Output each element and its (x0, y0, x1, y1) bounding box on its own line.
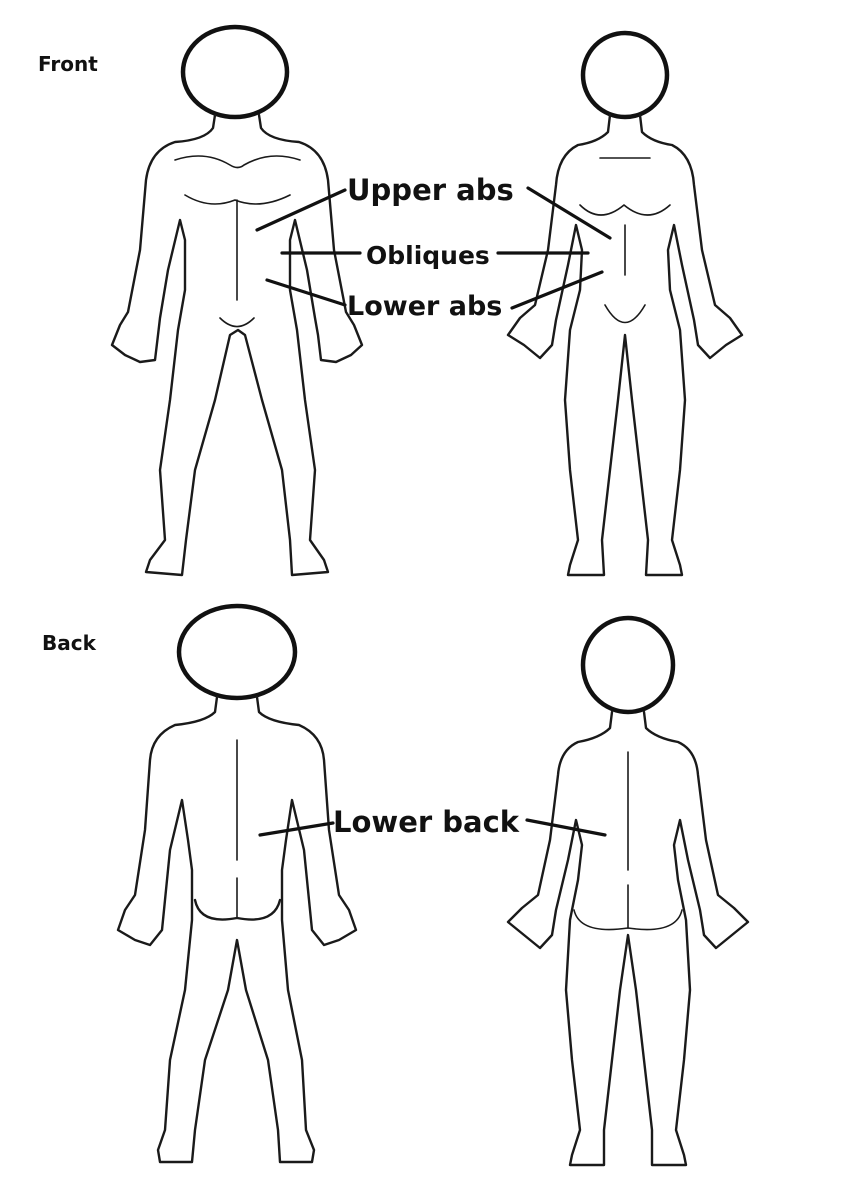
back-female-figure (506, 615, 750, 1167)
upper-abs-leader-left (255, 188, 347, 232)
leader-lines (255, 186, 612, 837)
front-section-label: Front (38, 52, 98, 76)
obliques-label: Obliques (366, 241, 490, 270)
front-female-outline (506, 113, 744, 577)
back-female-head (580, 615, 676, 715)
lower-back-label: Lower back (333, 805, 520, 839)
upper-abs-leader-right (526, 186, 612, 240)
front-female-groin (604, 304, 646, 324)
front-male-head (180, 24, 290, 120)
front-male-chest (184, 194, 291, 205)
lower-back-leader-left (258, 821, 335, 837)
lower-abs-label: Lower abs (347, 291, 502, 322)
back-male-head (176, 603, 298, 701)
front-female-head (580, 30, 670, 120)
front-female-figure (506, 30, 744, 577)
lower-abs-leader-left (265, 278, 347, 307)
lower-back-leader-right (525, 818, 607, 837)
lower-abs-leader-right (510, 270, 604, 310)
back-female-outline (506, 710, 750, 1167)
back-section-label: Back (42, 631, 97, 655)
front-male-collar (174, 155, 301, 169)
front-male-figure (110, 24, 364, 577)
back-male-figure (116, 603, 358, 1164)
front-female-bust (579, 204, 671, 216)
back-male-outline (116, 695, 358, 1164)
front-male-groin (219, 317, 255, 328)
upper-abs-label: Upper abs (347, 173, 514, 207)
front-male-outline (110, 113, 364, 577)
